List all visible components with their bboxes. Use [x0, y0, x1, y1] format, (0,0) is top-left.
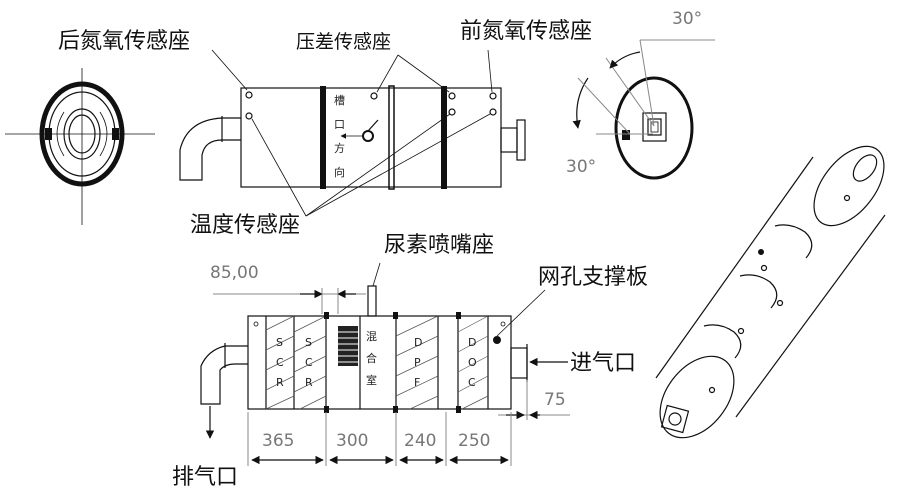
- dimension-lines: [205, 288, 570, 466]
- doc-letter-1: D: [468, 336, 476, 349]
- mixing-char-2: 合: [366, 351, 377, 365]
- mixing-char-3: 室: [366, 373, 377, 387]
- slot-direction-label: 槽 口 方 向: [334, 94, 345, 179]
- dpf-letter-2: P: [414, 356, 421, 369]
- label-pressure-diff-sensor-seat: 压差传感座: [296, 31, 391, 53]
- top-side-view: [179, 85, 526, 190]
- label-air-inlet: 进气口: [570, 351, 636, 376]
- label-temperature-sensor-seat: 温度传感座: [190, 213, 300, 238]
- dimension-dpf: 240: [404, 431, 436, 451]
- mixing-char-1: 混: [366, 330, 377, 343]
- dpf-letter-3: F: [414, 376, 420, 389]
- scr2-letter-2: C: [305, 356, 313, 369]
- dpf-letter-1: D: [414, 336, 422, 349]
- slot-char-3: 方: [334, 141, 345, 155]
- slot-char-4: 向: [334, 165, 345, 179]
- angle-top: 30°: [672, 9, 702, 29]
- scr2-letter-3: R: [305, 376, 313, 389]
- doc-letter-2: O: [468, 356, 477, 369]
- label-front-nox-sensor-seat: 前氮氧传感座: [460, 19, 592, 44]
- dimension-inlet-pipe: 75: [544, 390, 566, 410]
- angle-left: 30°: [566, 157, 596, 177]
- top-leaders: [211, 49, 493, 217]
- label-rear-nox-sensor-seat: 后氮氧传感座: [58, 29, 190, 54]
- label-urea-nozzle-seat: 尿素喷嘴座: [384, 233, 494, 258]
- isometric-view: [655, 145, 886, 439]
- dimension-doc: 250: [458, 431, 490, 451]
- scr1-letter-1: S: [276, 336, 283, 349]
- scr1-letter-2: C: [276, 356, 284, 369]
- scr1-letter-3: R: [276, 376, 284, 389]
- label-mesh-support-plate: 网孔支撑板: [538, 265, 648, 290]
- label-exhaust-outlet: 排气口: [172, 465, 238, 490]
- section-letters: S C R S C R 混 合 室 D P F D O C: [276, 330, 477, 389]
- scr2-letter-1: S: [305, 336, 312, 349]
- doc-letter-3: C: [468, 376, 476, 389]
- slot-char-2: 口: [334, 118, 345, 131]
- slot-char-1: 槽: [334, 94, 345, 107]
- dimension-spacing: 85,00: [210, 263, 259, 283]
- dimension-mixer: 300: [336, 431, 368, 451]
- outlet-end-view: [5, 68, 155, 225]
- dimension-scr: 365: [262, 431, 294, 451]
- section-view: [200, 262, 546, 413]
- inlet-end-view: [572, 39, 715, 180]
